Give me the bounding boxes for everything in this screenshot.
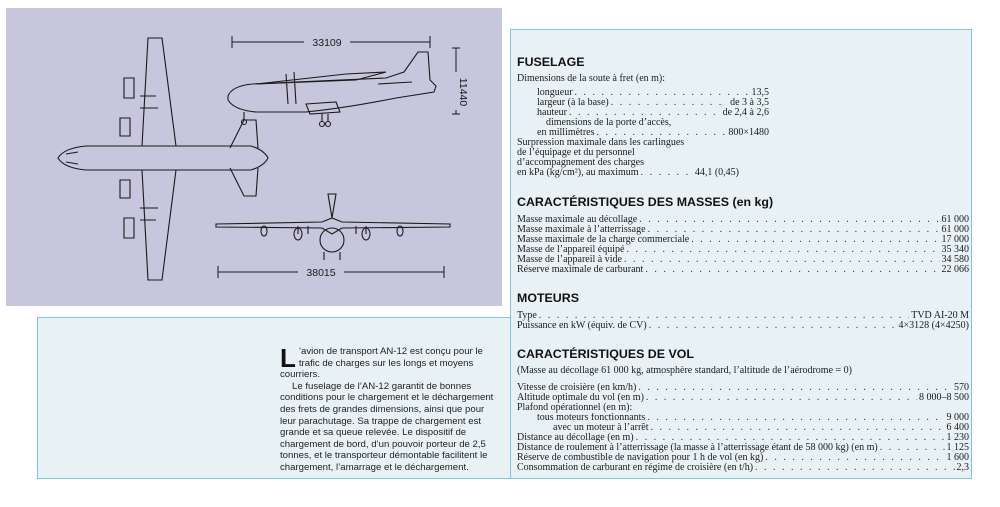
dimension-lines bbox=[217, 36, 460, 278]
spec-row: Vitesse de croisière (en km/h)570 bbox=[517, 383, 969, 393]
spec-row: tous moteurs fonctionnants9 000 bbox=[517, 413, 969, 423]
masses-title: CARACTÉRISTIQUES DES MASSES (en kg) bbox=[517, 195, 774, 209]
front-view bbox=[215, 193, 451, 260]
spec-row: Réserve maximale de carburant22 066 bbox=[517, 265, 969, 275]
flight-conditions-note: (Masse au décollage 61 000 kg, atmosphèr… bbox=[517, 365, 852, 376]
intro-paragraph-2: Le fuselage de l’AN-12 garantit de bonne… bbox=[280, 380, 494, 473]
three-view-drawing: 33109 38015 11440 bbox=[6, 8, 502, 306]
height-dimension-label: 11440 bbox=[457, 78, 469, 107]
spec-row: en millimètres800×1480 bbox=[517, 128, 769, 138]
cargo-dimensions-heading: Dimensions de la soute à fret (en m): bbox=[517, 73, 666, 84]
spec-row: hauteurde 2,4 à 2,6 bbox=[517, 108, 769, 118]
moteurs-title: MOTEURS bbox=[517, 291, 579, 305]
spec-row: Masse de l’appareil à vide34 580 bbox=[517, 255, 969, 265]
spec-row: Masse de l’appareil équipé35 340 bbox=[517, 245, 969, 255]
intro-text: L’avion de transport AN-12 est conçu pou… bbox=[280, 343, 502, 474]
vol-title: CARACTÉRISTIQUES DE VOL bbox=[517, 347, 694, 361]
spec-row: en kPa (kg/cm²), au maximum44,1 (0,45) bbox=[517, 168, 739, 178]
intro-panel bbox=[37, 317, 511, 479]
spec-row: Distance au décollage (en m)1 230 bbox=[517, 433, 969, 443]
fuselage-specs: Dimensions de la soute à fret (en m): lo… bbox=[517, 74, 969, 178]
side-view bbox=[227, 51, 437, 128]
spec-row: avec un moteur à l’arrêt6 400 bbox=[517, 423, 969, 433]
length-dimension-label: 33109 bbox=[312, 37, 341, 49]
door-dimensions-line: dimensions de la porte d’accès, bbox=[546, 117, 672, 128]
fuselage-title: FUSELAGE bbox=[517, 55, 585, 69]
spec-row: Distance de roulement à l’atterrissage (… bbox=[517, 443, 969, 453]
spec-row: Consommation de carburant en régime de c… bbox=[517, 463, 969, 473]
intro-paragraph-1: L’avion de transport AN-12 est conçu pou… bbox=[280, 343, 483, 381]
span-dimension-label: 38015 bbox=[306, 267, 335, 279]
spec-row: Masse maximale à l’atterrissage61 000 bbox=[517, 225, 969, 235]
vol-specs: (Masse au décollage 61 000 kg, atmosphèr… bbox=[517, 366, 969, 473]
spec-row: Altitude optimale du vol (en m)8 000–8 5… bbox=[517, 393, 969, 403]
aircraft-blueprint: 33109 38015 11440 bbox=[57, 36, 469, 281]
drop-cap: L bbox=[280, 343, 296, 373]
spec-row: largeur (à la base)de 3 à 3,5 bbox=[517, 98, 769, 108]
spec-row: TypeTVD AI-20 M bbox=[517, 311, 969, 321]
spec-row: longueur13,5 bbox=[517, 88, 769, 98]
spec-row: Réserve de combustible de navigation pou… bbox=[517, 453, 969, 463]
spec-row: Masse maximale de la charge commerciale1… bbox=[517, 235, 969, 245]
spec-row: Puissance en kW (équiv. de CV)4×3128 (4×… bbox=[517, 321, 969, 331]
moteurs-specs: TypeTVD AI-20 M Puissance en kW (équiv. … bbox=[517, 311, 969, 331]
top-view bbox=[57, 37, 269, 281]
ceiling-heading: Plafond opérationnel (en m): bbox=[517, 402, 633, 413]
